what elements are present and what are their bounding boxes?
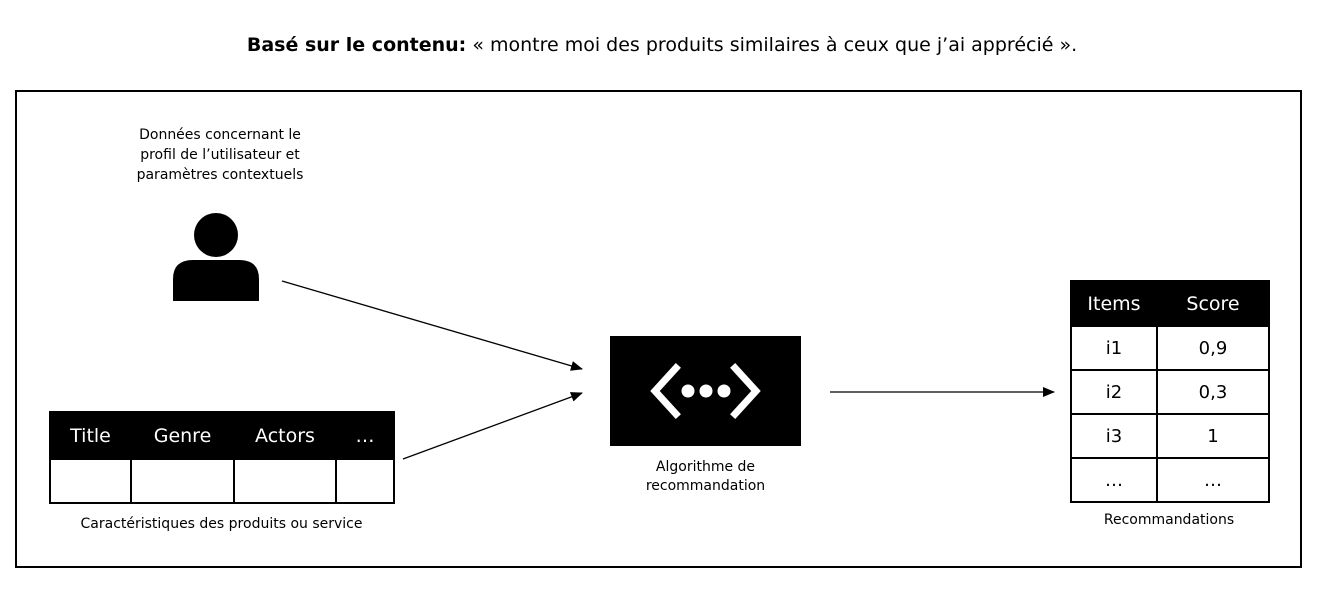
features-caption: Caractéristiques des produits ou service	[80, 516, 363, 532]
table-cell	[233, 458, 337, 504]
item-cell: i2	[1070, 369, 1158, 415]
column-header: …	[335, 411, 395, 460]
table-cell	[335, 458, 395, 504]
title-bold: Basé sur le contenu:	[246, 34, 467, 56]
table-row: i2 0,3	[1070, 369, 1270, 415]
item-cell: i1	[1070, 325, 1158, 371]
column-header: Actors	[233, 411, 337, 460]
score-cell: 0,3	[1156, 369, 1270, 415]
item-cell: …	[1070, 457, 1158, 503]
algorithm-caption-line: recommandation	[645, 478, 766, 494]
algorithm-box	[610, 336, 801, 446]
recommendations-caption: Recommandations	[1103, 512, 1235, 528]
user-caption-line: Données concernant le	[139, 127, 301, 143]
recommendations-table: Items Score i1 0,9 i2 0,3 i3 1 … …	[1070, 280, 1270, 503]
table-row	[49, 458, 395, 504]
column-header: Items	[1070, 280, 1158, 327]
title-rest: « montre moi des produits similaires à c…	[466, 34, 1078, 56]
user-caption-line: profil de l’utilisateur et	[140, 147, 300, 163]
diagram-frame	[15, 90, 1302, 568]
column-header: Genre	[130, 411, 235, 460]
user-profile-caption: Données concernant le profil de l’utilis…	[110, 125, 330, 185]
score-cell: 1	[1156, 413, 1270, 459]
column-header: Score	[1156, 280, 1270, 327]
user-caption-line: paramètres contextuels	[136, 167, 304, 183]
table-row: i1 0,9	[1070, 325, 1270, 371]
diagram-title: Basé sur le contenu: « montre moi des pr…	[0, 34, 1324, 56]
item-cell: i3	[1070, 413, 1158, 459]
table-row: … …	[1070, 457, 1270, 503]
algorithm-caption: Algorithme de recommandation	[610, 458, 801, 496]
table-cell	[130, 458, 235, 504]
algorithm-caption-line: Algorithme de	[655, 459, 756, 475]
table-header-row: Title Genre Actors …	[49, 411, 395, 460]
code-brackets-dots-icon	[650, 363, 761, 419]
table-row: i3 1	[1070, 413, 1270, 459]
user-icon	[173, 213, 259, 301]
arrow-user-to-algorithm	[281, 280, 583, 371]
table-header-row: Items Score	[1070, 280, 1270, 327]
arrow-features-to-algorithm	[402, 392, 583, 460]
score-cell: 0,9	[1156, 325, 1270, 371]
score-cell: …	[1156, 457, 1270, 503]
column-header: Title	[49, 411, 132, 460]
product-features-table: Title Genre Actors …	[49, 411, 395, 504]
table-cell	[49, 458, 132, 504]
